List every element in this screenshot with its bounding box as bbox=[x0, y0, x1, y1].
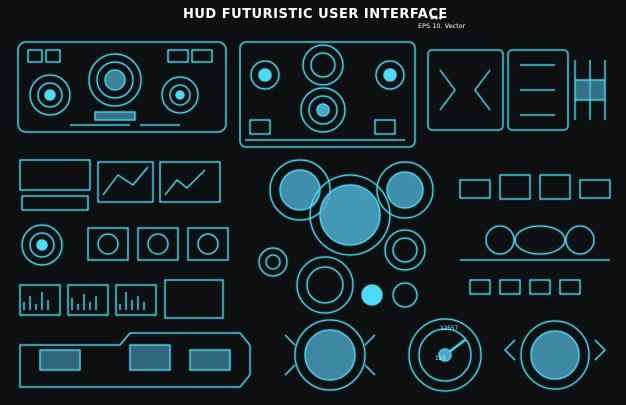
gauge-center-readout: 120 bbox=[435, 355, 446, 362]
panel-top-right bbox=[427, 49, 606, 131]
eps-caption: EPS 10. Vector bbox=[418, 22, 466, 30]
gauge-bottom-1 bbox=[284, 319, 376, 391]
dash-bottom-left bbox=[19, 332, 251, 388]
panel-top-left bbox=[17, 41, 227, 133]
panel-mid-left bbox=[19, 159, 221, 211]
center-cluster bbox=[258, 159, 434, 314]
bar-panel-left bbox=[19, 279, 224, 319]
gauge-bottom-3 bbox=[504, 320, 606, 390]
gauge-row-left bbox=[21, 224, 229, 266]
page-title: HUD FUTURISTIC USER INTERFACE bbox=[183, 7, 448, 22]
gauge-top-readout: 12557 bbox=[440, 325, 459, 332]
panel-top-middle bbox=[239, 41, 416, 148]
stars-decoration: *** bbox=[430, 15, 443, 24]
gauge-bottom-2 bbox=[408, 318, 482, 392]
widgets-right bbox=[459, 174, 611, 295]
